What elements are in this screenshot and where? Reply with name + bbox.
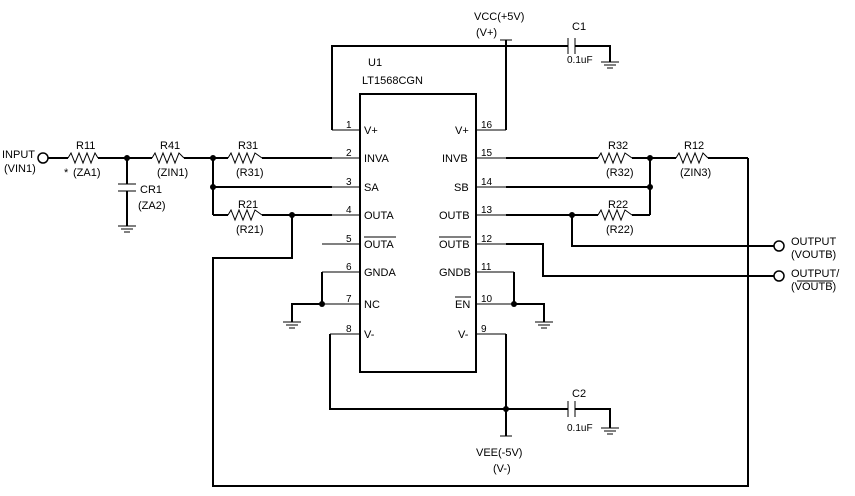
pin-1-name: V+ xyxy=(364,125,378,137)
output-inverted-net-label: (VOUTB) xyxy=(791,281,836,293)
ground-icon xyxy=(601,427,619,435)
vcc-alias-label: (V+) xyxy=(476,27,497,39)
c1-ref: C1 xyxy=(572,21,586,33)
resistor-r12 xyxy=(675,151,709,165)
vee-label: VEE(-5V) xyxy=(476,447,522,459)
r12-value: (ZIN3) xyxy=(680,167,711,179)
pin-4-name: OUTA xyxy=(364,210,394,222)
pin-16-num: 16 xyxy=(481,120,493,131)
pin-12-name: OUTB xyxy=(439,239,470,251)
ground-icon xyxy=(535,321,553,329)
pin-1-num: 1 xyxy=(346,120,352,131)
cr1-ref: CR1 xyxy=(140,184,162,196)
r11-ref: R11 xyxy=(76,140,95,152)
r11-value: (ZA1) xyxy=(73,167,101,179)
c2-ref: C2 xyxy=(572,388,586,400)
resistor-r32 xyxy=(597,151,633,165)
pin-9-name: V- xyxy=(458,329,469,341)
pin-15-num: 15 xyxy=(481,148,493,159)
pin-14-name: SB xyxy=(454,182,469,194)
r41-ref: R41 xyxy=(160,140,180,152)
pin-7-num: 7 xyxy=(346,294,352,305)
pin-14-num: 14 xyxy=(481,177,493,188)
pin-11-num: 11 xyxy=(481,262,492,273)
pin-8-num: 8 xyxy=(346,324,352,335)
output-label: OUTPUT xyxy=(791,236,837,248)
vee-alias-label: (V-) xyxy=(493,463,511,475)
pin-5-name: OUTA xyxy=(364,239,394,251)
pin-3-name: SA xyxy=(364,182,379,194)
input-port[interactable]: INPUT (VIN1) xyxy=(2,149,49,175)
cr1-value: (ZA2) xyxy=(138,200,166,212)
vcc-label: VCC(+5V) xyxy=(474,11,524,23)
r21-value: (R21) xyxy=(236,224,264,236)
r31-value: (R31) xyxy=(236,167,264,179)
ground-icon xyxy=(118,225,136,233)
pin-5-num: 5 xyxy=(346,234,352,245)
pin-3-num: 3 xyxy=(346,177,352,188)
left-pin-stubs xyxy=(322,129,360,335)
r32-value: (R32) xyxy=(606,167,634,179)
r21-ref: R21 xyxy=(238,199,258,211)
ic-ref: U1 xyxy=(368,57,382,69)
pin-4-num: 4 xyxy=(346,205,352,216)
ground-icon xyxy=(283,321,301,329)
r22-ref: R22 xyxy=(608,199,628,211)
r11-mark: * xyxy=(64,167,69,179)
ic-part: LT1568CGN xyxy=(362,75,423,87)
vee-net: C2 0.1uF VEE(-5V) (V-) xyxy=(329,334,611,475)
c1-value: 0.1uF xyxy=(567,55,593,66)
pin-10-num: 10 xyxy=(481,294,493,305)
r12-ref: R12 xyxy=(684,140,704,152)
pin-6-name: GNDA xyxy=(364,267,396,279)
resistor-r41 xyxy=(151,151,185,165)
pin-13-num: 13 xyxy=(481,205,493,216)
input-label: INPUT xyxy=(2,149,35,161)
r22-value: (R22) xyxy=(606,224,634,236)
pin-11-name: GNDB xyxy=(439,267,471,279)
input-net-label: (VIN1) xyxy=(4,163,36,175)
resistor-r11 xyxy=(67,151,100,165)
pin-10-name: EN xyxy=(455,299,470,311)
r31-ref: R31 xyxy=(238,140,258,152)
resistor-r22 xyxy=(597,208,633,222)
filter-a-wiring xyxy=(48,155,749,487)
resistor-r31 xyxy=(227,151,263,165)
pin-15-name: INVB xyxy=(442,153,468,165)
pin-2-name: INVA xyxy=(364,153,390,165)
vcc-net: VCC(+5V) (V+) C1 0.1uF xyxy=(331,11,611,130)
resistor-r21 xyxy=(227,208,263,222)
ic-body xyxy=(359,93,477,373)
pin-8-name: V- xyxy=(364,329,375,341)
pin-12-num: 12 xyxy=(481,234,493,245)
pin-6-num: 6 xyxy=(346,262,352,273)
pin-13-name: OUTB xyxy=(439,210,470,222)
r32-ref: R32 xyxy=(608,140,628,152)
filter-b-wiring xyxy=(506,155,774,322)
pin-7-name: NC xyxy=(364,299,380,311)
c2-value: 0.1uF xyxy=(567,423,593,434)
output-port[interactable]: OUTPUT (VOUTB) xyxy=(773,236,837,261)
pin-2-num: 2 xyxy=(346,148,352,159)
r41-value: (ZIN1) xyxy=(157,167,188,179)
output-net-label: (VOUTB) xyxy=(791,249,836,261)
pin-16-name: V+ xyxy=(455,125,469,137)
right-pin-stubs xyxy=(476,129,514,335)
output-inverted-label: OUTPUT/ xyxy=(791,268,840,280)
pin-9-num: 9 xyxy=(481,324,487,335)
right-pins: 16 V+ 15 INVB 14 SB 13 OUTB 12 OUTB 11 G… xyxy=(439,120,493,341)
ground-icon xyxy=(601,61,619,69)
left-pins: 1 V+ 2 INVA 3 SA 4 OUTA 5 OUTA 6 GNDA 7 … xyxy=(346,120,396,341)
output-inverted-port[interactable]: OUTPUT/ (VOUTB) xyxy=(773,268,840,293)
